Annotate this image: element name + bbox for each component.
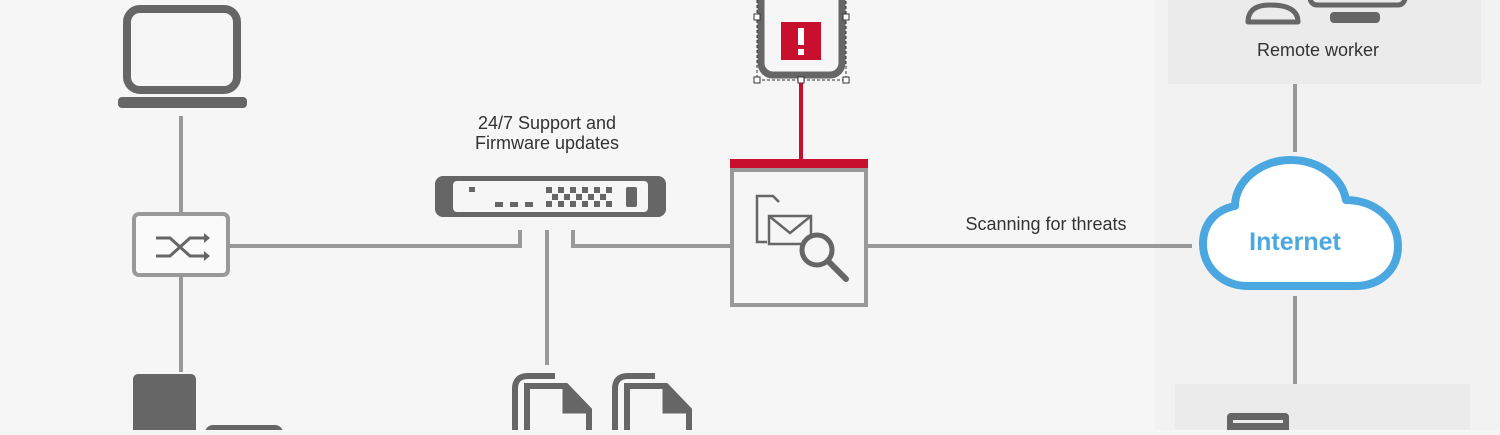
remote-worker-label: Remote worker: [1257, 40, 1379, 60]
alert-file-icon: [753, 0, 850, 84]
documents-icon: [512, 373, 692, 435]
network-switch-icon: [132, 212, 230, 277]
link-firewall-scanner: [571, 230, 730, 248]
alert-bar: [730, 159, 868, 169]
support-label-line2: Firmware updates: [475, 133, 619, 153]
desktop-pc-icon: [133, 374, 283, 435]
support-label-line1: 24/7 Support and: [478, 113, 616, 133]
link-switch-firewall: [229, 230, 522, 248]
cloud-icon: [1199, 156, 1402, 290]
internet-label: Internet: [1249, 228, 1341, 256]
remote-worker-panel: [1168, 0, 1481, 84]
remote-worker-icon: [1245, 0, 1408, 25]
laptop-icon: [118, 5, 247, 108]
scanning-label: Scanning for threats: [965, 214, 1126, 234]
email-scanner-icon: [730, 168, 868, 307]
server-panel: [1175, 384, 1470, 430]
server-icon: [1227, 413, 1289, 435]
connection-lines: [179, 84, 1297, 384]
firewall-appliance-icon: [435, 176, 666, 217]
